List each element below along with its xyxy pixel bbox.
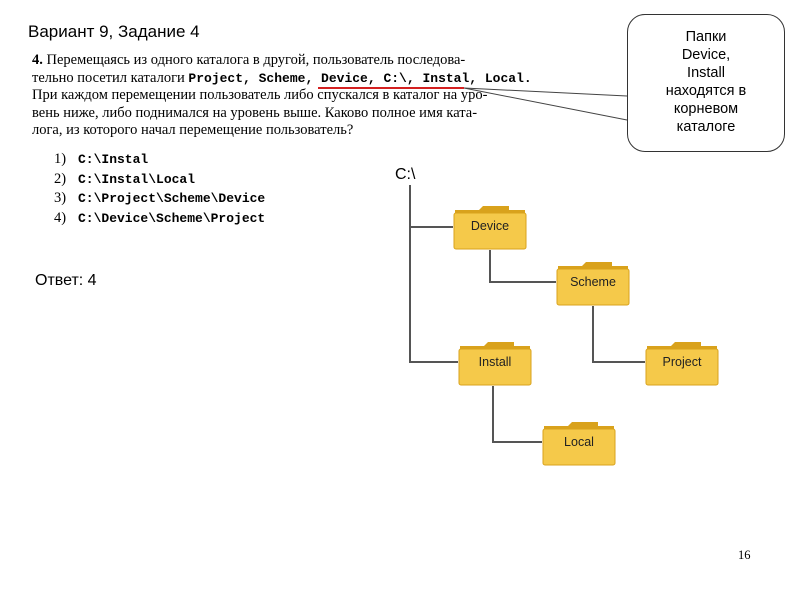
task-number: 4. [32,52,43,68]
callout-pointer-bottom [463,87,628,121]
task-line-3: При каждом перемещении пользователь либо… [32,87,488,103]
folder-scheme: Scheme [556,260,630,306]
folder-install: Install [458,340,532,386]
callout-pointer-top [463,87,628,97]
folder-icon [458,342,532,386]
option-1: 1)C:\Instal [54,151,149,167]
answer-text: Ответ: 4 [35,272,97,289]
folder-icon [556,262,630,306]
callout-note: Папки Device, Install находятся в корнев… [627,14,785,152]
folder-icon [645,342,719,386]
visited-dirs: Project, Scheme, Device, C:\, Instal, Lo… [188,70,532,86]
folder-icon [542,422,616,466]
folder-icon [453,206,527,250]
answer-options: 1)C:\Instal 2)C:\Instal\Local 3)C:\Proje… [54,150,265,228]
task-line-2: тельно посетил каталоги [32,69,189,86]
folder-local: Local [542,420,616,466]
root-label: C:\ [395,166,416,183]
link-install-local [492,386,542,443]
task-line-5: лога, из которого начал перемещение поль… [32,122,354,138]
link-root-install [409,185,458,363]
folder-project: Project [645,340,719,386]
link-device-scheme [489,250,556,283]
link-scheme-project [592,306,645,363]
folder-device: Device [453,204,527,250]
slide-title: Вариант 9, Задание 4 [28,22,200,41]
option-2: 2)C:\Instal\Local [54,170,196,187]
task-line-1: Перемещаясь из одного каталога в другой,… [46,52,466,68]
task-text: 4. Перемещаясь из одного каталога в друг… [32,52,532,140]
task-line-4: вень ниже, либо поднимался на уровень вы… [32,104,478,121]
page-number: 16 [738,548,751,562]
red-underline [318,87,464,89]
option-3: 3)C:\Project\Scheme\Device [54,190,266,206]
option-4: 4)C:\Device\Scheme\Project [54,209,266,226]
